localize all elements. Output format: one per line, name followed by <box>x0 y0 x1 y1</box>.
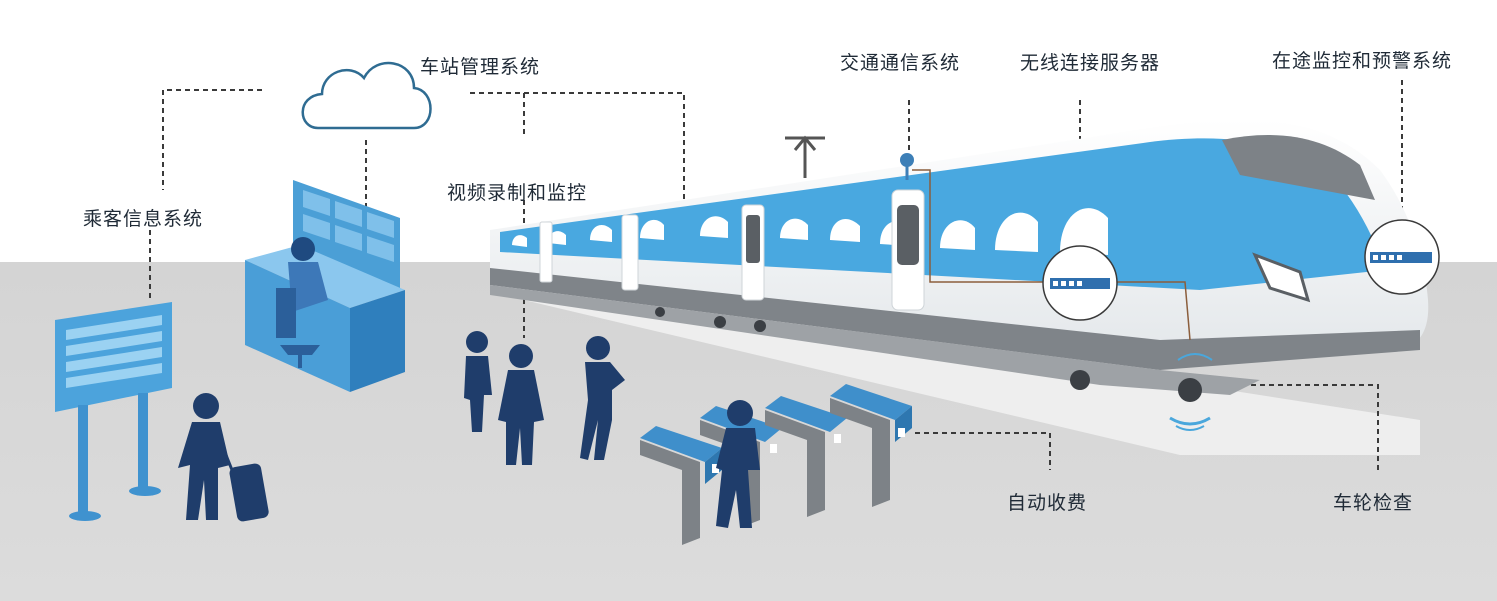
onroute-device-circle <box>1364 219 1440 295</box>
info-board-icon <box>55 302 172 521</box>
label-station-management: 车站管理系统 <box>420 56 541 78</box>
label-passenger-info: 乘客信息系统 <box>83 208 204 230</box>
passenger-icon <box>178 393 269 522</box>
label-auto-fare: 自动收费 <box>1007 492 1088 514</box>
control-desk-icon <box>245 180 405 392</box>
cloud-icon <box>301 61 432 130</box>
label-wireless-server: 无线连接服务器 <box>1020 52 1161 74</box>
label-onroute-monitoring: 在途监控和预警系统 <box>1272 50 1453 72</box>
connector-wheel <box>1215 384 1379 470</box>
connector-passenger-info <box>162 89 262 190</box>
label-wheel-inspection: 车轮检查 <box>1333 492 1414 514</box>
connector-gate <box>915 432 1051 470</box>
train-icon <box>490 119 1429 431</box>
label-traffic-communication: 交通通信系统 <box>840 52 961 74</box>
label-video-monitoring: 视频录制和监控 <box>447 182 588 204</box>
passenger-group <box>464 331 625 465</box>
gate-icon <box>640 384 912 545</box>
wireless-device-circle <box>1042 245 1118 321</box>
